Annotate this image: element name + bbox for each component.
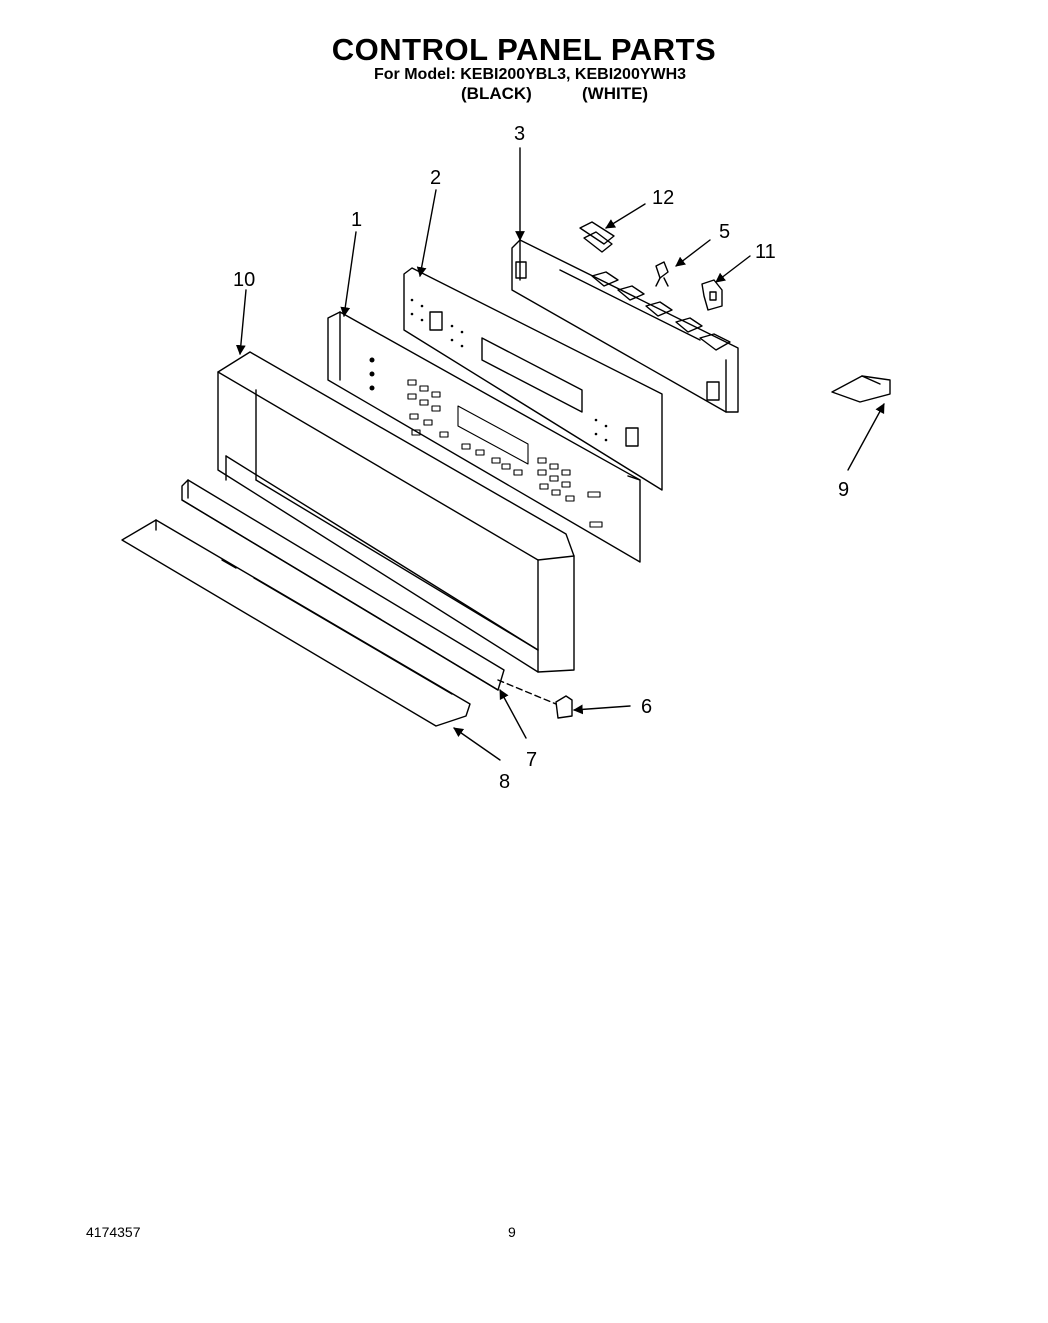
callout-11: 11	[755, 241, 776, 263]
part-5-clip	[655, 261, 669, 287]
callout-2: 2	[430, 167, 441, 189]
document-number: 4174357	[86, 1224, 141, 1240]
variant-black: (BLACK)	[461, 84, 532, 103]
part-10-trim-frame	[217, 351, 575, 673]
callout-6: 6	[641, 696, 652, 718]
leader-lines	[235, 147, 885, 761]
part-3-control-board	[511, 239, 739, 413]
model-line: For Model: KEBI200YBL3, KEBI200YWH3	[374, 66, 687, 83]
callout-9: 9	[838, 479, 849, 501]
page-number: 9	[508, 1224, 516, 1240]
part-11-bracket	[701, 279, 723, 311]
callout-10: 10	[233, 269, 255, 291]
part-7-trim-strip	[181, 479, 505, 691]
callout-3: 3	[514, 123, 525, 145]
part-6-clip	[497, 679, 573, 719]
callout-12: 12	[652, 187, 674, 209]
callout-5: 5	[719, 221, 730, 243]
callout-7: 7	[526, 749, 537, 771]
part-9-plate	[831, 375, 891, 403]
part-12-bracket	[579, 221, 615, 253]
part-8-bottom-trim	[121, 519, 471, 727]
page-title: CONTROL PANEL PARTS	[331, 32, 717, 67]
callout-1: 1	[351, 209, 362, 231]
part-1-control-panel	[327, 311, 641, 563]
variant-white: (WHITE)	[582, 84, 649, 103]
callout-8: 8	[499, 771, 510, 793]
part-2-overlay-panel	[403, 267, 663, 491]
